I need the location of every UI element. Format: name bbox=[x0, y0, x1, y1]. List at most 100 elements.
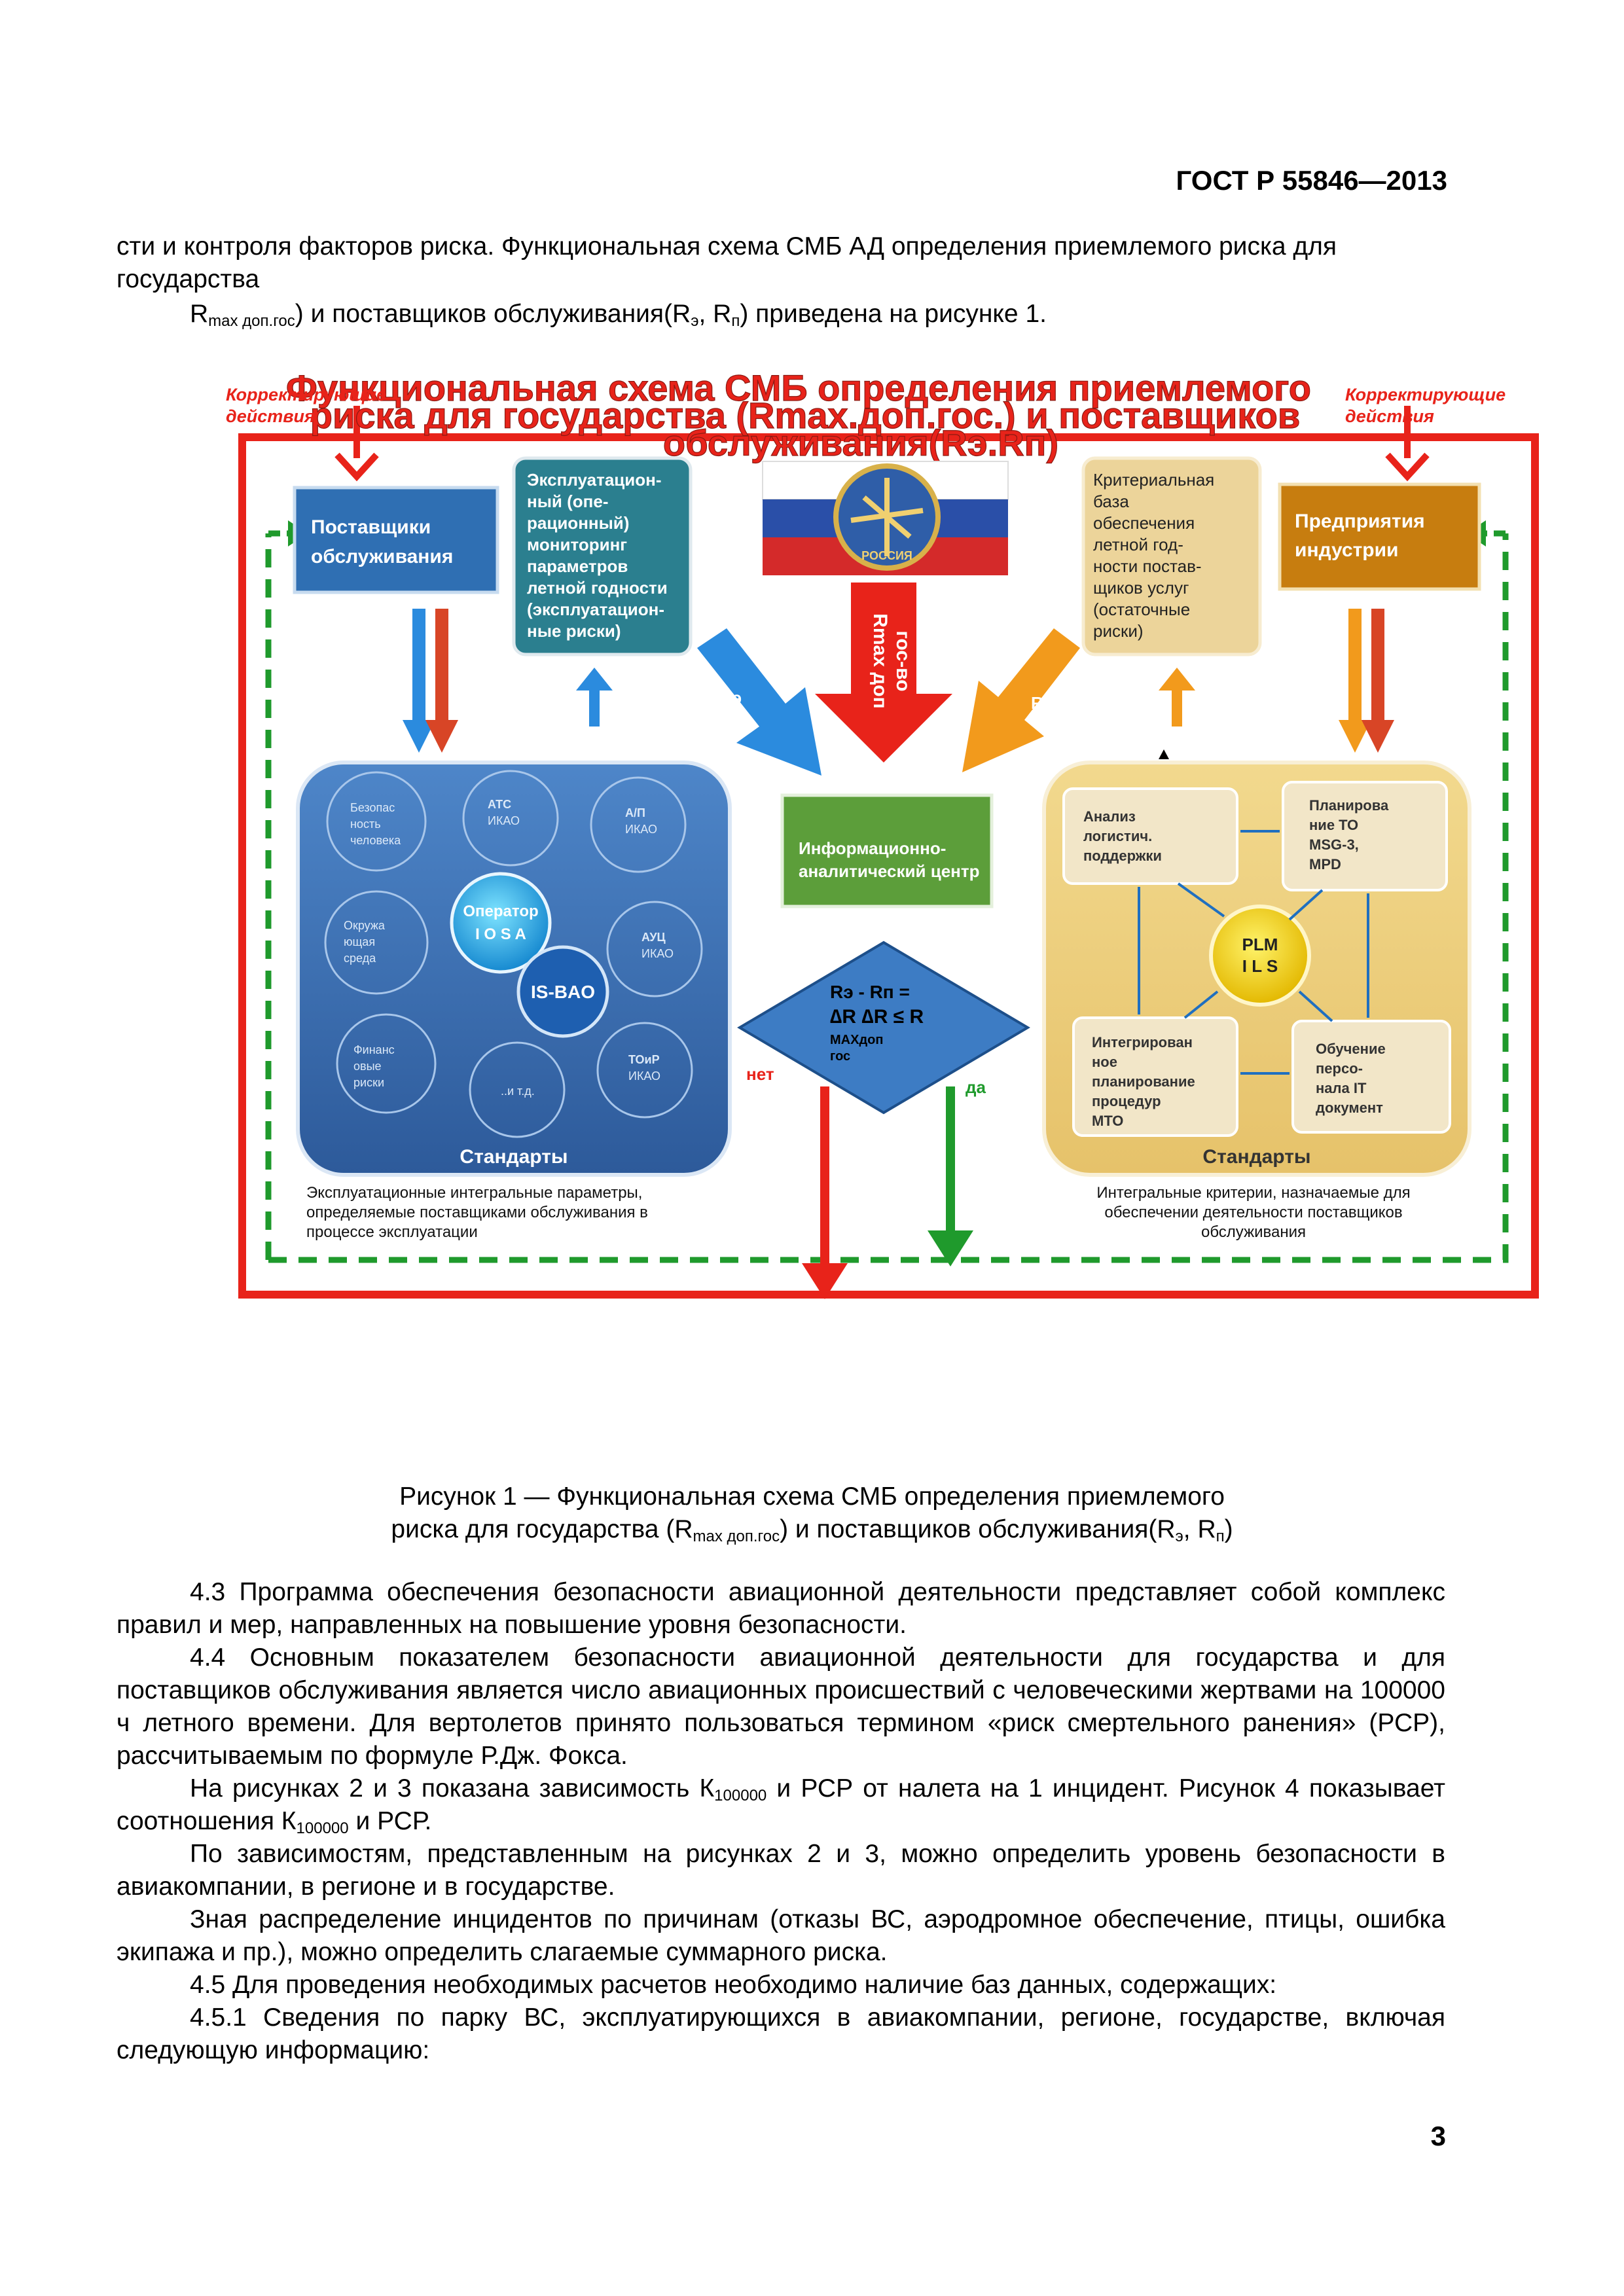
svg-text:человека: человека bbox=[350, 834, 401, 847]
svg-text:риски): риски) bbox=[1093, 621, 1144, 641]
info-center-box bbox=[780, 793, 994, 908]
svg-text:А/П: А/П bbox=[625, 806, 645, 819]
intro-line-3: Rmax доп.гос) и поставщиков обслуживания… bbox=[190, 300, 1047, 330]
criteria-box bbox=[1081, 456, 1262, 656]
svg-text:Планирова: Планирова bbox=[1309, 797, 1389, 814]
svg-text:Rэ: Rэ bbox=[720, 688, 742, 708]
svg-text:ности постав-: ности постав- bbox=[1093, 556, 1202, 576]
svg-text:нет: нет bbox=[746, 1064, 774, 1084]
svg-text:аналитический центр: аналитический центр bbox=[799, 861, 979, 881]
svg-text:Поставщики: Поставщики bbox=[311, 516, 431, 538]
svg-text:обеспечении деятельности поста: обеспечении деятельности поставщиков bbox=[1104, 1204, 1402, 1221]
figure-title-line-2: риска для государства (Rmax.доп.гос.) и … bbox=[310, 395, 1301, 436]
corrective-right-2: действия bbox=[1345, 406, 1434, 426]
rp-arrow bbox=[962, 628, 1080, 772]
svg-text:ИКАО: ИКАО bbox=[488, 814, 520, 827]
paragraph-4-3: 4.3 Программа обеспечения безопасности а… bbox=[117, 1578, 1445, 1639]
svg-text:Эксплуатационные интегральные: Эксплуатационные интегральные параметры, bbox=[306, 1184, 642, 1202]
decision-diamond bbox=[737, 941, 1030, 1115]
svg-text:документ: документ bbox=[1316, 1100, 1383, 1116]
svg-text:Эксплуатацион-: Эксплуатацион- bbox=[527, 470, 662, 490]
svg-text:Предприятия: Предприятия bbox=[1295, 511, 1425, 532]
svg-text:..и т.д.: ..и т.д. bbox=[501, 1085, 535, 1098]
svg-text:гос-во: гос-во bbox=[892, 630, 914, 691]
svg-text:MPD: MPD bbox=[1309, 856, 1341, 872]
svg-text:Rп: Rп bbox=[1031, 693, 1053, 713]
industry-box bbox=[1278, 482, 1481, 591]
operator-iosa-circle bbox=[450, 872, 552, 974]
svg-text:АТС: АТС bbox=[488, 798, 511, 811]
svg-text:MSG-3,: MSG-3, bbox=[1309, 836, 1359, 853]
svg-text:да: да bbox=[965, 1077, 986, 1097]
svg-text:Анализ: Анализ bbox=[1083, 808, 1136, 825]
svg-text:Информационно-: Информационно- bbox=[799, 838, 946, 858]
svg-text:ТОиР: ТОиР bbox=[628, 1053, 660, 1066]
svg-text:I L S: I L S bbox=[1242, 956, 1278, 976]
svg-text:индустрии: индустрии bbox=[1295, 539, 1399, 561]
svg-text:Стандарты: Стандарты bbox=[1202, 1146, 1310, 1168]
svg-text:Обучение: Обучение bbox=[1316, 1041, 1386, 1057]
svg-text:Окружа: Окружа bbox=[344, 919, 386, 932]
svg-text:ный (опе-: ный (опе- bbox=[527, 492, 608, 511]
svg-text:(остаточные: (остаточные bbox=[1093, 600, 1190, 619]
document-code: ГОСТ Р 55846—2013 bbox=[1176, 165, 1447, 196]
paragraph-incidents: Зная распределение инцидентов по причина… bbox=[117, 1905, 1445, 1966]
green-dashed-frame bbox=[265, 533, 1509, 1263]
svg-text:ное: ное bbox=[1092, 1054, 1117, 1070]
svg-text:Оператор: Оператор bbox=[463, 903, 538, 920]
svg-text:ИКАО: ИКАО bbox=[625, 823, 657, 836]
svg-text:Интегрирован: Интегрирован bbox=[1092, 1034, 1193, 1050]
svg-text:процессе эксплуатации: процессе эксплуатации bbox=[306, 1223, 478, 1241]
figure-caption-line-2: риска для государства (Rmax доп.гос) и п… bbox=[391, 1515, 1233, 1545]
svg-text:процедур: процедур bbox=[1092, 1093, 1161, 1109]
figure-title-line-1: Функциональная схема СМБ определения при… bbox=[286, 367, 1311, 408]
svg-text:риски: риски bbox=[353, 1076, 384, 1089]
rmax-arrow bbox=[815, 583, 952, 762]
svg-text:(эксплуатацион-: (эксплуатацион- bbox=[527, 600, 664, 619]
svg-text:овые: овые bbox=[353, 1060, 382, 1073]
svg-text:∆R ∆R ≤ R: ∆R ∆R ≤ R bbox=[830, 1006, 924, 1028]
svg-text:Rmax доп: Rmax доп bbox=[869, 613, 891, 709]
svg-text:обслуживания: обслуживания bbox=[1201, 1223, 1306, 1241]
paragraph-4-4: 4.4 Основным показателем безопасности ав… bbox=[117, 1643, 1445, 1770]
svg-text:Безопас: Безопас bbox=[350, 801, 395, 814]
svg-text:обслуживания: обслуживания bbox=[311, 546, 453, 567]
svg-text:Критериальная: Критериальная bbox=[1093, 470, 1214, 490]
svg-text:МТО: МТО bbox=[1092, 1113, 1123, 1129]
corrective-left-1: Корректирующие bbox=[226, 385, 386, 404]
svg-text:обеспечения: обеспечения bbox=[1093, 513, 1195, 533]
monitoring-box bbox=[512, 456, 693, 656]
providers-box bbox=[293, 486, 499, 594]
svg-text:гос: гос bbox=[830, 1049, 850, 1064]
isbao-circle bbox=[516, 945, 609, 1038]
svg-text:персо-: персо- bbox=[1316, 1060, 1363, 1077]
figure-caption-line-1: Рисунок 1 — Функциональная схема СМБ опр… bbox=[399, 1482, 1225, 1511]
svg-text:ИКАО: ИКАО bbox=[641, 947, 674, 960]
svg-text:ющая: ющая bbox=[344, 935, 375, 948]
svg-text:IS-BAO: IS-BAO bbox=[531, 982, 595, 1002]
page-number: 3 bbox=[1430, 2121, 1446, 2151]
svg-text:нала IT: нала IT bbox=[1316, 1080, 1367, 1096]
plm-ils-circle bbox=[1209, 905, 1311, 1007]
svg-text:I O S A: I O S A bbox=[475, 925, 526, 943]
svg-text:планирование: планирование bbox=[1092, 1073, 1195, 1090]
svg-text:параметров: параметров bbox=[527, 556, 628, 576]
svg-text:Стандарты: Стандарты bbox=[460, 1146, 568, 1168]
paragraph-4-5-1: 4.5.1 Сведения по парку ВС, эксплуатирую… bbox=[117, 2003, 1445, 2064]
paragraph-figures: На рисунках 2 и 3 показана зависимость К… bbox=[117, 1774, 1446, 1837]
svg-text:летной год-: летной год- bbox=[1093, 535, 1183, 554]
svg-text:мониторинг: мониторинг bbox=[527, 535, 627, 554]
svg-text:среда: среда bbox=[344, 952, 376, 965]
svg-text:база: база bbox=[1093, 492, 1129, 511]
svg-text:PLM: PLM bbox=[1242, 935, 1278, 954]
svg-text:рационный): рационный) bbox=[527, 513, 629, 533]
svg-text:определяемые поставщиками обсл: определяемые поставщиками обслуживания в bbox=[306, 1204, 648, 1221]
svg-text:РОССИЯ: РОССИЯ bbox=[861, 549, 912, 562]
svg-text:Финанс: Финанс bbox=[353, 1043, 395, 1056]
re-arrow bbox=[697, 628, 821, 776]
svg-text:АУЦ: АУЦ bbox=[641, 931, 666, 944]
svg-text:логистич.: логистич. bbox=[1083, 828, 1152, 844]
svg-text:ность: ность bbox=[350, 817, 381, 831]
paragraph-4-5: 4.5 Для проведения необходимых расчетов … bbox=[190, 1971, 1277, 1999]
